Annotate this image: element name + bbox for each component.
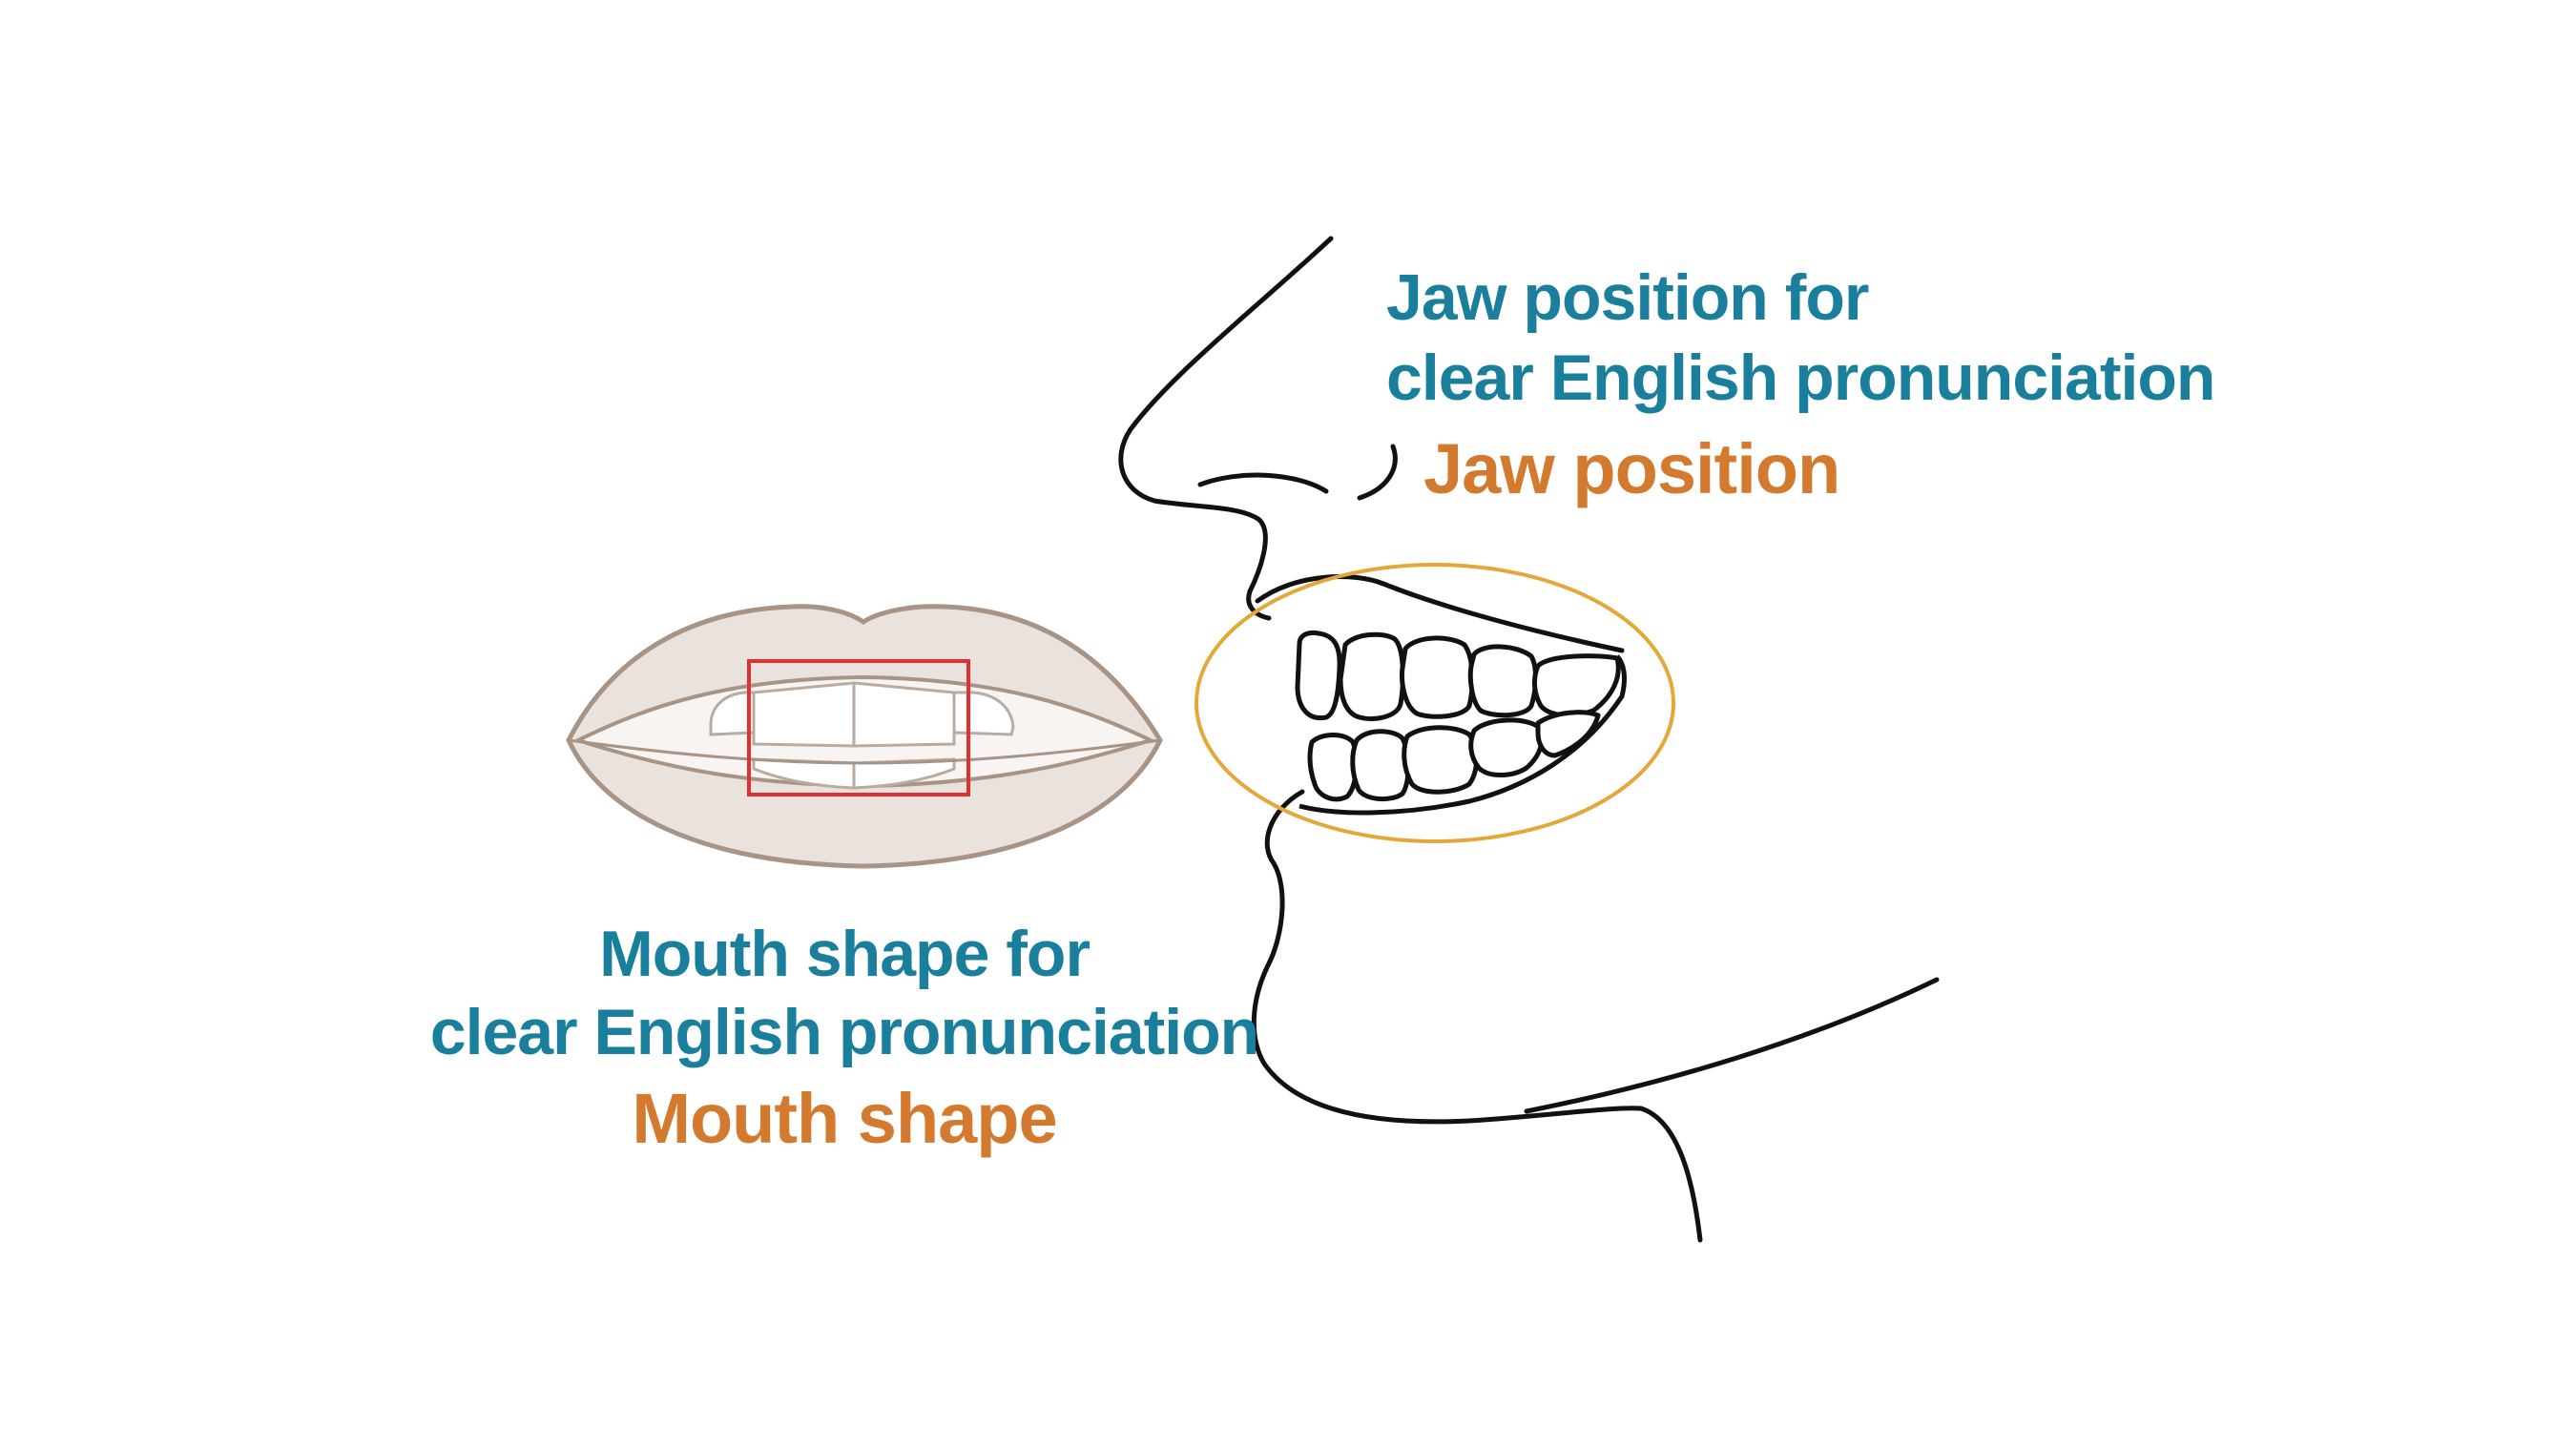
jaw-title-line-2: clear English pronunciation bbox=[1386, 341, 2215, 414]
lower-tooth-1 bbox=[1307, 733, 1360, 802]
nose-outline bbox=[1118, 236, 1334, 621]
side-profile-illustration bbox=[1118, 236, 1940, 1243]
front-mouth-illustration bbox=[566, 604, 1163, 869]
nostril-curve bbox=[1357, 444, 1398, 501]
nostril bbox=[1197, 472, 1329, 494]
upper-tooth-5 bbox=[1531, 653, 1621, 718]
side-teeth bbox=[1295, 630, 1627, 816]
jaw-highlight-ellipse bbox=[1195, 563, 1675, 843]
upper-tooth-2 bbox=[1338, 631, 1405, 721]
jaw-line bbox=[1524, 977, 1940, 1114]
lower-teeth-front bbox=[752, 757, 956, 790]
chin-outline bbox=[1251, 789, 1703, 1243]
jaw-caption: Jaw position bbox=[1423, 429, 1840, 508]
mouth-highlight-box bbox=[747, 659, 970, 796]
jaw-title-line-1: Jaw position for bbox=[1386, 261, 1869, 334]
mouth-title-line-2: clear English pronunciation bbox=[429, 996, 1259, 1068]
upper-lip bbox=[1255, 574, 1625, 653]
mouth-title-line-1: Mouth shape for bbox=[599, 918, 1091, 990]
upper-tooth-3 bbox=[1400, 635, 1475, 719]
upper-tooth-1 bbox=[1295, 630, 1342, 721]
lower-tooth-4 bbox=[1468, 717, 1545, 777]
lip-crease bbox=[568, 738, 1161, 765]
mouth-caption: Mouth shape bbox=[632, 1079, 1057, 1158]
lower-tooth-3 bbox=[1402, 725, 1479, 795]
upper-tooth-4 bbox=[1467, 644, 1538, 718]
lower-gum-line bbox=[1298, 654, 1627, 816]
lower-tooth-2 bbox=[1350, 729, 1411, 801]
